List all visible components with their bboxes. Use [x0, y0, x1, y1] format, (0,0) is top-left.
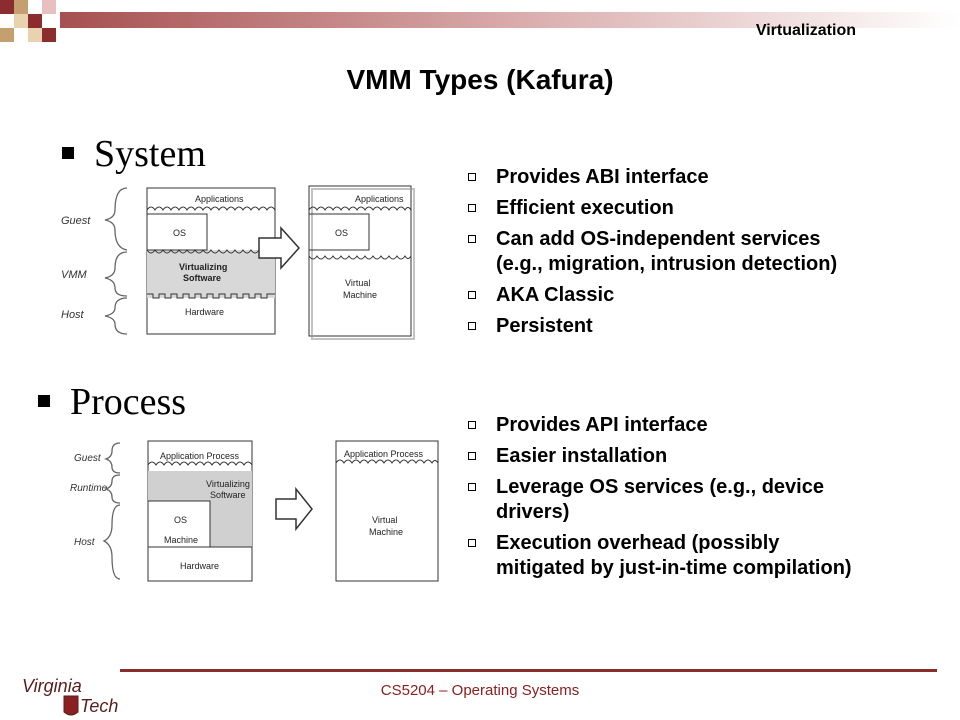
process-vm-diagram: Guest Runtime Host Application Process V…: [70, 440, 439, 582]
box-os: OS: [174, 515, 187, 525]
list-item: Persistent: [448, 314, 868, 339]
svg-text:Virginia: Virginia: [22, 676, 82, 696]
shield-icon: [63, 695, 79, 716]
checkbox-bullet-icon: [468, 539, 476, 547]
list-item: Leverage OS services (e.g., device drive…: [448, 475, 868, 525]
list-item: AKA Classic: [448, 283, 868, 308]
box-applications: Applications: [195, 194, 244, 204]
checkbox-bullet-icon: [468, 421, 476, 429]
label-host: Host: [61, 309, 85, 321]
label-guest: Guest: [61, 215, 91, 227]
section-heading-system: System: [62, 132, 206, 176]
process-bullet-list: Provides API interface Easier installati…: [448, 413, 868, 587]
checkbox-bullet-icon: [468, 173, 476, 181]
list-item: Provides ABI interface: [448, 165, 868, 190]
checkbox-bullet-icon: [468, 483, 476, 491]
result-application-process: Application Process: [344, 449, 424, 459]
system-bullet-list: Provides ABI interface Efficient executi…: [448, 165, 868, 345]
result-applications: Applications: [355, 194, 404, 204]
result-virtual: Virtual: [372, 515, 397, 525]
footer-course-label: CS5204 – Operating Systems: [380, 682, 580, 699]
box-software: Software: [183, 273, 221, 283]
label-host: Host: [74, 537, 96, 548]
box-machine: Machine: [164, 535, 198, 545]
result-machine: Machine: [343, 290, 377, 300]
checkbox-bullet-icon: [468, 235, 476, 243]
list-item: Can add OS-independent services (e.g., m…: [448, 227, 868, 277]
process-heading-text: Process: [70, 381, 187, 423]
box-hardware: Hardware: [185, 307, 224, 317]
square-bullet-icon: [62, 147, 74, 160]
label-vmm: VMM: [61, 269, 88, 281]
checkbox-bullet-icon: [468, 322, 476, 330]
checkbox-bullet-icon: [468, 204, 476, 212]
box-hardware: Hardware: [180, 561, 219, 571]
list-item: Efficient execution: [448, 196, 868, 221]
footer-divider: [120, 669, 937, 672]
result-machine: Machine: [369, 527, 403, 537]
header-label: Virtualization: [755, 22, 856, 39]
section-heading-process: Process: [38, 380, 186, 424]
box-virtualizing: Virtualizing: [179, 262, 227, 272]
slide-title: VMM Types (Kafura): [346, 64, 614, 95]
decorative-header-band: [0, 0, 960, 42]
box-os: OS: [173, 228, 186, 238]
transform-arrow-icon: [258, 226, 301, 270]
checkbox-bullet-icon: [468, 291, 476, 299]
label-runtime: Runtime: [70, 483, 108, 494]
list-item: Execution overhead (possibly mitigated b…: [448, 531, 868, 581]
result-virtual: Virtual: [345, 278, 370, 288]
box-virtualizing: Virtualizing: [206, 479, 250, 489]
svg-text:Tech: Tech: [80, 696, 118, 716]
box-software: Software: [210, 490, 246, 500]
box-application-process: Application Process: [160, 451, 240, 461]
label-guest: Guest: [74, 453, 102, 464]
square-bullet-icon: [38, 395, 50, 408]
list-item: Provides API interface: [448, 413, 868, 438]
system-vm-diagram: Guest VMM Host Applications OS Virtualiz…: [61, 185, 415, 340]
system-heading-text: System: [94, 133, 206, 175]
list-item: Easier installation: [448, 444, 868, 469]
checkbox-bullet-icon: [468, 452, 476, 460]
result-os: OS: [335, 228, 348, 238]
transform-arrow-icon: [275, 486, 313, 532]
virginia-tech-logo: Virginia Tech: [22, 676, 118, 716]
